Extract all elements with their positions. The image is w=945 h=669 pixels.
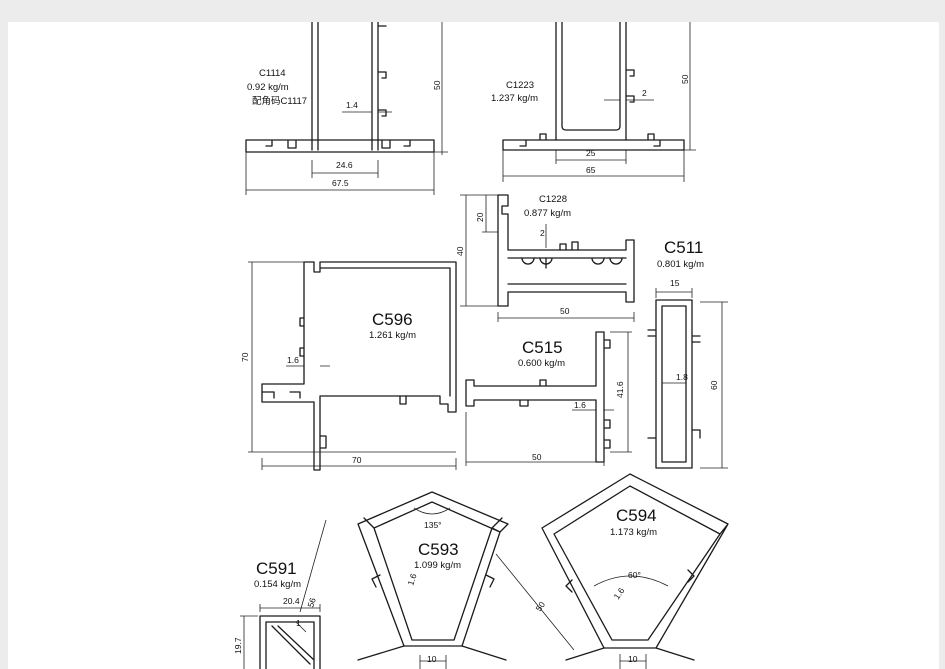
c511-code: C511 bbox=[664, 238, 703, 257]
c1223-dim-height: 50 bbox=[680, 74, 690, 84]
c1114-weight: 0.92 kg/m bbox=[247, 82, 289, 93]
c1223-dim-wall: 2 bbox=[642, 88, 647, 98]
c515-dim-height: 41.6 bbox=[615, 381, 625, 398]
c1228-code: C1228 bbox=[539, 194, 567, 205]
c596-dim-width: 70 bbox=[352, 455, 362, 465]
c593-weight: 1.099 kg/m bbox=[414, 560, 461, 571]
c591-dim-height: 19.7 bbox=[233, 637, 243, 654]
c594-dim-wall: 1.6 bbox=[611, 586, 626, 602]
profile-c511: C511 0.801 kg/m 15 1.8 60 bbox=[647, 238, 728, 469]
c591-code: C591 bbox=[256, 559, 297, 578]
c511-weight: 0.801 kg/m bbox=[657, 259, 704, 270]
profile-c596: C596 1.261 kg/m 1.6 70 70 bbox=[240, 261, 457, 471]
profile-c1223: C1223 1.237 kg/m 2 25 65 50 bbox=[491, 22, 696, 182]
c1114-code: C1114 bbox=[259, 68, 286, 79]
c596-weight: 1.261 kg/m bbox=[369, 330, 416, 341]
c1228-dim-top: 20 bbox=[475, 212, 485, 222]
c596-dim-wall: 1.6 bbox=[287, 355, 299, 365]
c515-code: C515 bbox=[522, 338, 563, 357]
drawing-sheet: C1114 0.92 kg/m 配角码C1117 1.4 24.6 67.5 5… bbox=[8, 22, 939, 669]
c515-dim-wall: 1.6 bbox=[574, 400, 586, 410]
c515-dim-width: 50 bbox=[532, 452, 542, 462]
c1114-dim-width: 67.5 bbox=[332, 178, 349, 188]
profile-drawing: C1114 0.92 kg/m 配角码C1117 1.4 24.6 67.5 5… bbox=[233, 22, 729, 669]
c593-dim-angle: 135° bbox=[424, 520, 442, 530]
profile-c591: C591 0.154 kg/m 20.4 19.7 1 bbox=[233, 559, 321, 669]
c596-dim-height: 70 bbox=[240, 352, 250, 362]
profile-c515: C515 0.600 kg/m 1.6 41.6 50 bbox=[465, 331, 632, 466]
c1228-dim-wall: 2 bbox=[540, 228, 545, 238]
c591-dim-width: 20.4 bbox=[283, 596, 300, 606]
c594-code: C594 bbox=[616, 506, 657, 525]
c1114-note: 配角码C1117 bbox=[252, 95, 307, 107]
profile-c593: 135° C593 1.099 kg/m 56 1.6 10 bbox=[299, 491, 509, 669]
c511-dim-width: 15 bbox=[670, 278, 680, 288]
c1228-weight: 0.877 kg/m bbox=[524, 208, 571, 219]
c594-weight: 1.173 kg/m bbox=[610, 527, 657, 538]
profile-c1114: C1114 0.92 kg/m 配角码C1117 1.4 24.6 67.5 5… bbox=[245, 22, 448, 195]
profile-c1228: C1228 0.877 kg/m 40 20 2 50 bbox=[455, 194, 635, 322]
c1223-dim-width: 65 bbox=[586, 165, 596, 175]
c1228-dim-width: 50 bbox=[560, 306, 570, 316]
c594-dim-angle: 60° bbox=[628, 570, 641, 580]
c593-dim-wall: 1.6 bbox=[405, 572, 418, 587]
c591-weight: 0.154 kg/m bbox=[254, 579, 301, 590]
c515-weight: 0.600 kg/m bbox=[518, 358, 565, 369]
c593-dim-base: 10 bbox=[427, 654, 437, 664]
c1228-dim-height: 40 bbox=[455, 246, 465, 256]
profile-c594: C594 1.173 kg/m 60° 50 1.6 10 bbox=[495, 473, 729, 669]
c1114-dim-wall: 1.4 bbox=[346, 100, 358, 110]
c1223-weight: 1.237 kg/m bbox=[491, 93, 538, 104]
c593-dim-side: 56 bbox=[305, 596, 318, 608]
c1114-dim-height: 50 bbox=[432, 80, 442, 90]
c1223-dim-inner: 25 bbox=[586, 148, 596, 158]
c511-dim-height: 60 bbox=[709, 380, 719, 390]
c594-dim-side: 50 bbox=[533, 599, 547, 613]
c596-code: C596 bbox=[372, 310, 413, 329]
c591-dim-wall: 1 bbox=[296, 618, 301, 628]
c1223-code: C1223 bbox=[506, 80, 534, 91]
c594-dim-base: 10 bbox=[628, 654, 638, 664]
c1114-dim-inner: 24.6 bbox=[336, 160, 353, 170]
c511-dim-wall: 1.8 bbox=[676, 372, 688, 382]
c593-code: C593 bbox=[418, 540, 459, 559]
